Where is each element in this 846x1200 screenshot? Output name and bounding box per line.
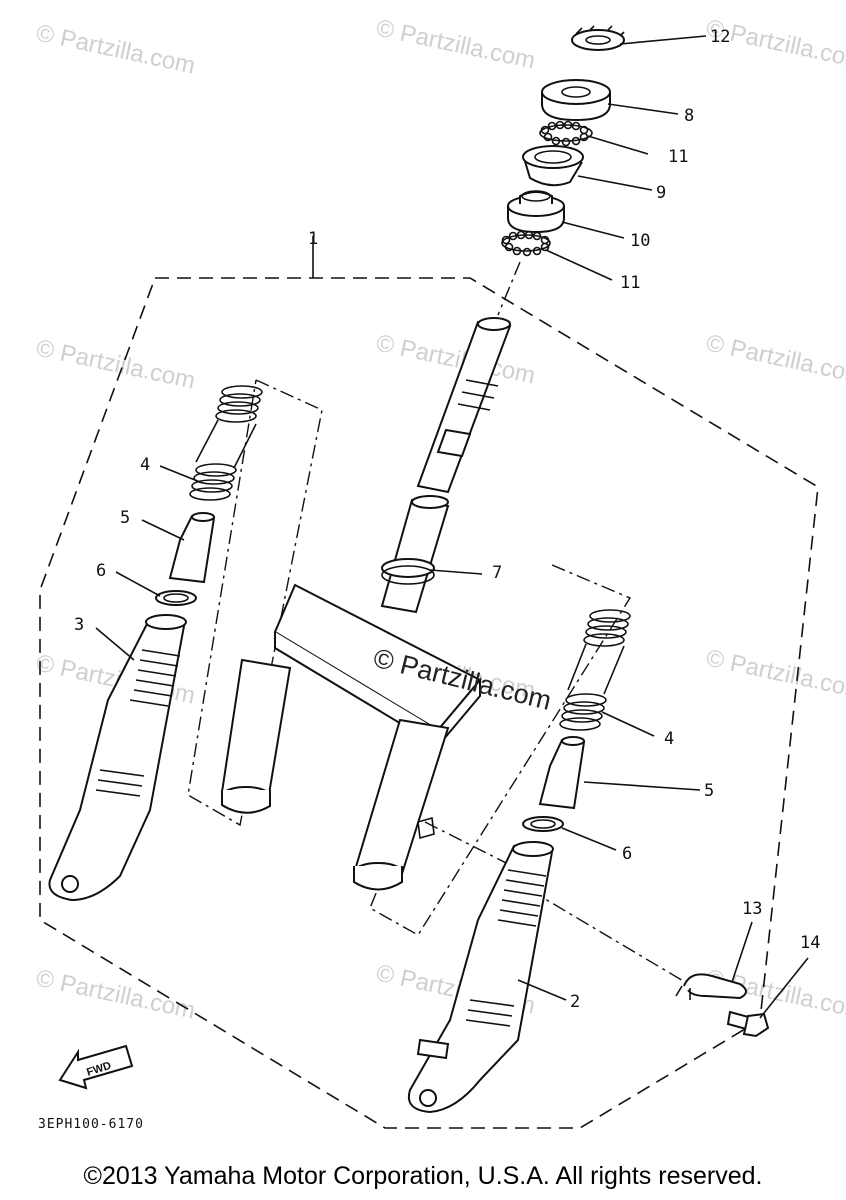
callout-4-right: 4: [664, 729, 674, 749]
callout-4-left: 4: [140, 455, 150, 475]
callout-8: 8: [684, 106, 694, 126]
bearing-cup-upper: [522, 145, 584, 187]
callout-labels: 12 8 11 9 10 11 1 4 5 6 3 7 4 5 6 2 13 1…: [74, 27, 820, 1012]
alignment-line-axle: [424, 821, 521, 871]
callout-10: 10: [630, 231, 650, 251]
watermark: © Partzilla.com: [34, 964, 198, 1024]
callout-3: 3: [74, 615, 84, 635]
washer-left: [155, 590, 197, 606]
fork-spring-right: [559, 609, 631, 731]
copyright-notice: ©2013 Yamaha Motor Corporation, U.S.A. A…: [83, 1162, 763, 1190]
assembly-boundary: [39, 277, 819, 1129]
watermark: © Partzilla.com: [704, 644, 846, 704]
spring-cap-left: [168, 512, 216, 584]
lock-nut: [571, 25, 625, 51]
callout-5-right: 5: [704, 781, 714, 801]
callout-2: 2: [570, 992, 580, 1012]
watermark: © Partzilla.com: [704, 329, 846, 389]
dust-seal: [381, 558, 435, 585]
fork-tube-right: [408, 841, 554, 1114]
callout-6-left: 6: [96, 561, 106, 581]
bearing-race-top: [541, 79, 611, 122]
ball-bearing-upper: [539, 120, 593, 147]
hex-bolt: [726, 1010, 770, 1038]
fork-spring-left: [189, 385, 263, 501]
callout-13: 13: [742, 899, 762, 919]
callout-1: 1: [308, 229, 318, 249]
callout-11-lower: 11: [620, 273, 640, 293]
cotter-clip: [675, 973, 747, 1000]
diagram-code: 3EPH100-6170: [38, 1117, 144, 1132]
washer-right: [522, 816, 564, 832]
callout-9: 9: [656, 183, 666, 203]
ball-bearing-lower: [501, 230, 551, 257]
leader-lines: [95, 35, 809, 1019]
watermark: © Partzilla.com: [34, 334, 198, 394]
alignment-line-right: [369, 564, 632, 936]
watermark: © Partzilla.com: [374, 14, 538, 74]
callout-12: 12: [710, 27, 730, 47]
bearing-cone-lower: [507, 190, 565, 234]
parts-diagram: © Partzilla.com © Partzilla.com © Partzi…: [34, 14, 846, 1132]
alignment-line-bolt: [529, 889, 691, 986]
fwd-arrow-icon: FWD: [58, 1044, 134, 1090]
fork-bracket: [220, 583, 482, 891]
callout-7: 7: [492, 563, 502, 583]
alignment-line-left: [187, 379, 323, 827]
callout-6-right: 6: [622, 844, 632, 864]
callout-11-upper: 11: [668, 147, 688, 167]
spring-cap-right: [538, 736, 586, 810]
watermark: © Partzilla.com: [34, 19, 198, 79]
fork-tube-left: [48, 614, 187, 902]
callout-14: 14: [800, 933, 820, 953]
callout-5-left: 5: [120, 508, 130, 528]
alignment-line-stem: [497, 261, 521, 316]
